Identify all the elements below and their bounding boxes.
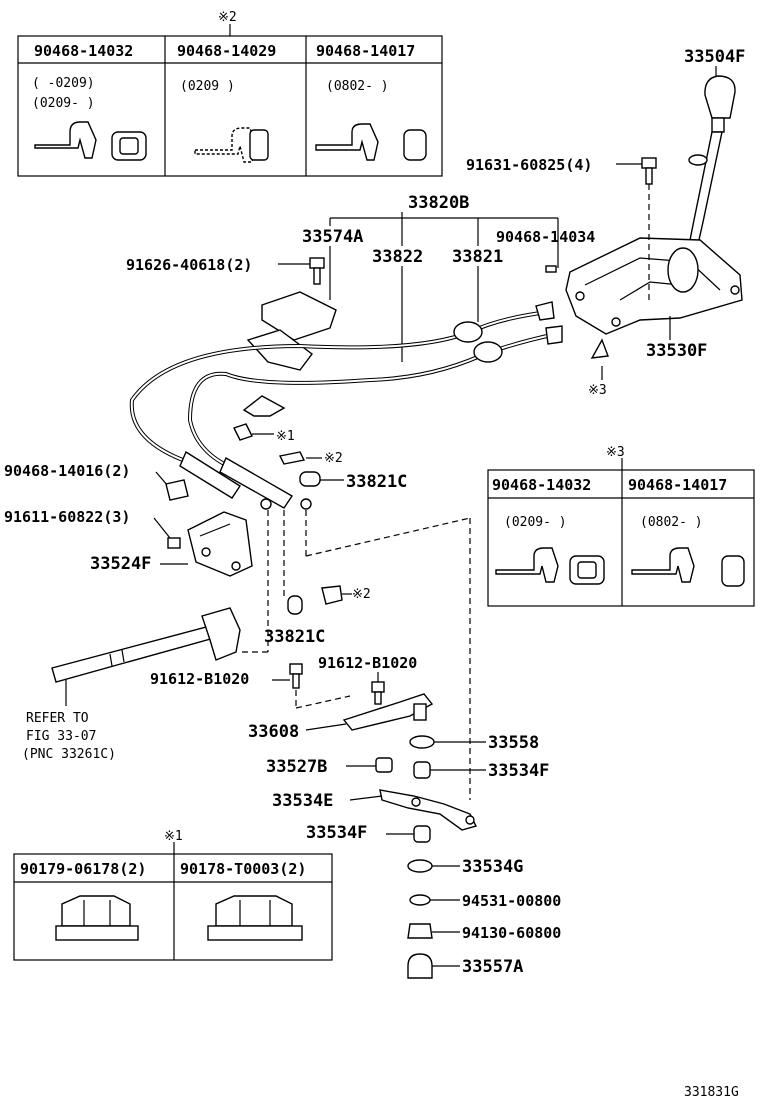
clip-table-ref2: ※2 90468-14032 90468-14029 90468-14017 (…	[17, 10, 443, 177]
label-557: 33557A	[462, 957, 523, 977]
label-washer: 94531-00800	[462, 892, 561, 910]
clip-icon	[194, 127, 269, 163]
label-clip-left: 90468-14016(2)	[4, 462, 130, 480]
label-assy: 33820B	[408, 193, 469, 213]
label-bolt-cover: 91626-40618(2)	[126, 256, 252, 274]
shift-housing	[565, 237, 743, 335]
nut-icon	[407, 923, 433, 939]
part-534f-icon	[413, 825, 431, 843]
shift-cables	[129, 301, 563, 510]
part-558-icon	[409, 735, 435, 749]
bolt-icon	[289, 663, 303, 689]
clip-table-header: 90468-14032	[34, 42, 133, 60]
part-557-icon	[407, 953, 433, 979]
label-bolt-top: 91631-60825(4)	[466, 156, 592, 174]
clip-date: (0802- )	[640, 515, 703, 530]
label-bracket: 33524F	[90, 554, 151, 574]
clip-ref2-icon	[278, 451, 306, 465]
clip-ref2-icon	[321, 585, 343, 605]
refer-text: (PNC 33261C)	[22, 747, 116, 762]
label-cover: 33574A	[302, 227, 363, 247]
label-bushing-a: 33821C	[346, 472, 407, 492]
nut-icon	[233, 423, 253, 441]
cable-cover	[246, 291, 337, 371]
label-clip-top: 90468-14034	[496, 228, 595, 246]
clip-date: (0209 )	[180, 79, 235, 94]
bolt-icon	[371, 681, 385, 705]
bolt-icon	[309, 257, 325, 285]
shift-knob	[704, 75, 736, 133]
washer-icon	[409, 894, 431, 906]
label-ref3: ※3	[588, 383, 607, 398]
label-bolt-mid: 91612-B1020	[318, 654, 417, 672]
label-nut: 94130-60800	[462, 924, 561, 942]
label-534f-b: 33534F	[306, 823, 367, 843]
clip-table-header: 90468-14029	[177, 42, 276, 60]
clip-icon	[495, 547, 605, 585]
part-534f-icon	[413, 761, 431, 779]
clip-table-header: 90468-14017	[316, 42, 415, 60]
label-cable-a: 33822	[372, 247, 423, 267]
part-527-icon	[375, 757, 393, 773]
nut-table-ref1-mark: ※1	[164, 829, 183, 844]
clip-date: (0802- )	[326, 79, 389, 94]
label-bushing-b: 33821C	[264, 627, 325, 647]
nut-table-header: 90178-T0003(2)	[180, 860, 306, 878]
label-bolt-left: 91611-60822(3)	[4, 508, 130, 526]
clip-date: ( -0209)	[32, 76, 95, 91]
control-shaft	[51, 607, 241, 683]
nut-table-ref1: ※1 90179-06178(2) 90178-T0003(2)	[13, 829, 333, 961]
refer-text: FIG 33-07	[26, 729, 96, 744]
clip-date: (0209- )	[504, 515, 567, 530]
clip-ref3-icon	[590, 338, 609, 359]
figure-code: 331831G	[684, 1085, 739, 1100]
label-bolt-mid2: 91612-B1020	[150, 670, 249, 688]
label-ref1: ※1	[276, 429, 295, 444]
shift-lever-arm	[342, 693, 434, 731]
label-cable-b: 33821	[452, 247, 503, 267]
label-lever: 33608	[248, 722, 299, 742]
label-534f-a: 33534F	[488, 761, 549, 781]
cable-bracket	[187, 511, 253, 577]
part-534g-icon	[407, 859, 433, 873]
cable-retainer	[242, 395, 286, 417]
part-534e-icon	[379, 789, 478, 831]
clip-table-ref3: ※3 90468-14032 90468-14017 (0209- ) (080…	[487, 445, 755, 607]
nut-table-header: 90179-06178(2)	[20, 860, 146, 878]
label-knob: 33504F	[684, 47, 745, 67]
clip-table-ref2-mark: ※2	[218, 10, 237, 25]
clip-table-header: 90468-14017	[628, 476, 727, 494]
clip-left-icon	[165, 479, 189, 501]
label-534g: 33534G	[462, 857, 523, 877]
clip-table-header: 90468-14032	[492, 476, 591, 494]
clip-icon	[315, 123, 427, 161]
clip-icon	[631, 547, 745, 587]
bolt-icon	[641, 157, 657, 185]
bushing-icon	[299, 471, 321, 487]
label-534e: 33534E	[272, 791, 333, 811]
label-ref2b: ※2	[352, 587, 371, 602]
label-527: 33527B	[266, 757, 327, 777]
bushing-icon	[287, 595, 303, 615]
clip-table-ref3-mark: ※3	[606, 445, 625, 460]
clip-date: (0209- )	[32, 96, 95, 111]
refer-text: REFER TO	[26, 711, 89, 726]
bolt-icon	[167, 537, 181, 549]
clip-top-icon	[545, 265, 557, 273]
flange-nut-icon	[207, 895, 303, 941]
clip-icon	[34, 121, 147, 161]
label-housing: 33530F	[646, 341, 707, 361]
flange-nut-icon	[55, 895, 139, 941]
label-ref2a: ※2	[324, 451, 343, 466]
label-558: 33558	[488, 733, 539, 753]
